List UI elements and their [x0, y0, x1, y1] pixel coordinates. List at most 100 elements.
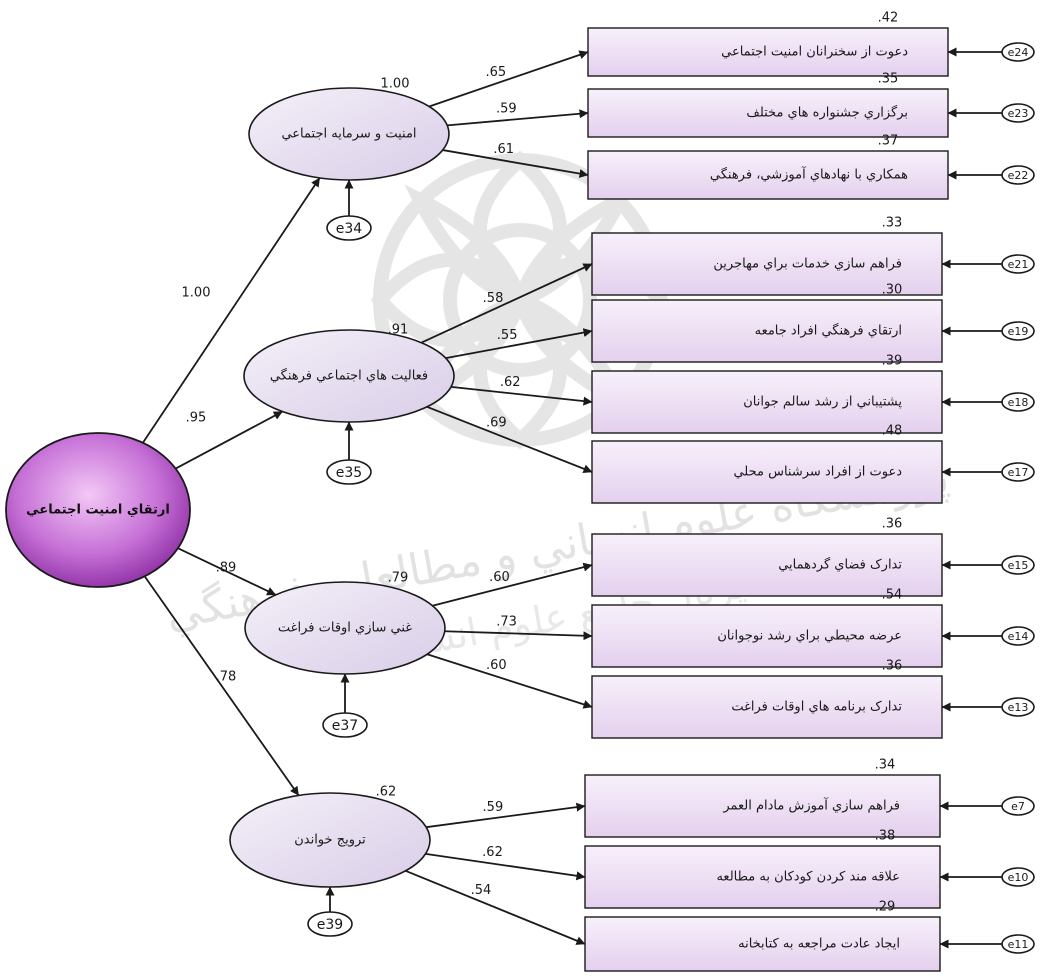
indicator-label-e14: عرضه محيطي براي رشد نوجوانان	[717, 629, 902, 644]
r2-e23: .35	[878, 72, 899, 87]
indicator-box-e19	[591, 299, 943, 363]
indicator-box-e10	[584, 845, 941, 909]
indicator-label-e19: ارتقاي فرهنگي افراد جامعه	[755, 323, 902, 339]
indicator-box-e14	[591, 604, 943, 668]
loading-arrow-e10	[425, 852, 586, 881]
error-label-e14: e14	[1008, 630, 1029, 643]
loading-arrow-e21	[420, 263, 593, 344]
loading-e7: .59	[483, 800, 504, 815]
error-circle-e15	[1001, 555, 1035, 575]
error-circle-f1	[326, 215, 372, 241]
indicator-box-e11	[584, 916, 941, 972]
loading-e18: .62	[500, 375, 521, 390]
indicator-label-e22: همکاري با نهادهاي آموزشي، فرهنگي	[710, 166, 908, 183]
error-label-e23: e23	[1008, 107, 1029, 120]
loading-arrow-e13	[426, 653, 593, 709]
r2-e7: .34	[875, 758, 896, 773]
error-circle-e10	[1001, 867, 1035, 887]
indicator-label-e18: پشتيباني از رشد سالم جوانان	[743, 395, 902, 410]
indicator-label-e24: دعوت از سخنرانان امنيت اجتماعي	[721, 45, 908, 60]
path-coefficient-f3: .89	[216, 561, 237, 576]
factor-label-f3: غني سازي اوقات فراغت	[278, 621, 412, 636]
path-arrow-root-f3	[175, 546, 277, 596]
error-label-e7: e7	[1011, 800, 1025, 813]
indicator-label-e17: دعوت از افراد سرشناس محلي	[733, 465, 902, 480]
loading-arrow-e24	[428, 50, 589, 108]
r2-e15: .36	[882, 517, 903, 532]
r2-e18: .39	[882, 354, 903, 369]
error-label-f3: e37	[332, 718, 358, 734]
error-circle-f4	[307, 911, 353, 937]
error-label-e22: e22	[1008, 169, 1029, 182]
r2-f4: .62	[376, 785, 397, 800]
error-label-f1: e34	[336, 221, 363, 237]
path-arrow-root-f4	[142, 574, 300, 796]
indicator-box-e15	[591, 533, 943, 597]
root-label: ارتقاي امنيت اجتماعي	[26, 503, 170, 518]
path-arrow-root-f1	[141, 177, 321, 445]
factor-ellipse-f1	[248, 87, 450, 181]
error-circle-f2	[326, 459, 372, 485]
indicator-box-e7	[584, 774, 941, 838]
error-label-e19: e19	[1008, 325, 1029, 338]
path-coefficient-f2: .95	[186, 411, 207, 426]
r2-e14: .54	[882, 588, 903, 603]
loading-arrow-e17	[426, 405, 593, 474]
path-coefficient-f4: .78	[216, 670, 237, 685]
indicator-box-e18	[591, 370, 943, 434]
r2-f3: .79	[388, 571, 409, 586]
error-circle-e17	[1001, 462, 1035, 482]
edges-layer	[141, 47, 1002, 949]
r2-f2: .91	[388, 323, 409, 338]
indicator-box-e22	[587, 150, 949, 200]
loading-arrow-e11	[405, 869, 586, 945]
error-label-f4: e39	[317, 917, 343, 933]
labels-layer: 1.00 1.00 .95 .91 .89 .79 .78 .62 .65 .42 .59 .35 .6…	[182, 11, 903, 915]
error-circle-e21	[1001, 254, 1035, 274]
loading-e22: .61	[493, 142, 514, 157]
path-coefficient-f1: 1.00	[182, 286, 211, 301]
error-label-e18: e18	[1008, 396, 1029, 409]
loading-arrow-e19	[445, 328, 593, 359]
factor-label-f2: فعاليت هاي اجتماعي فرهنگي	[270, 368, 428, 384]
r2-f1: 1.00	[381, 77, 410, 92]
indicator-box-e17	[591, 440, 943, 504]
loading-e19: .55	[497, 328, 518, 343]
error-label-f2: e35	[336, 465, 362, 481]
indicator-box-e23	[587, 88, 949, 138]
indicator-label-e21: فراهم سازي خدمات براي مهاجرين	[713, 257, 902, 272]
error-circle-e7	[1001, 796, 1035, 816]
error-circle-e18	[1001, 392, 1035, 412]
error-circle-e11	[1001, 934, 1035, 954]
indicator-box-e21	[591, 232, 943, 296]
loading-e23: .59	[496, 102, 517, 117]
loading-e24: .65	[486, 65, 507, 80]
r2-e11: .29	[875, 900, 896, 915]
error-circle-e24	[1001, 42, 1035, 62]
loading-e10: .62	[482, 845, 503, 860]
indicator-box-e24	[587, 27, 949, 77]
r2-e19: .30	[882, 283, 903, 298]
error-circle-e13	[1001, 697, 1035, 717]
error-circle-e22	[1001, 165, 1035, 185]
factor-ellipse-f4	[229, 792, 431, 888]
indicator-label-e7: فراهم سازي آموزش مادام العمر	[722, 797, 900, 814]
loading-arrow-e22	[442, 149, 589, 178]
error-circle-e23	[1001, 103, 1035, 123]
r2-e24: .42	[878, 11, 899, 26]
error-circle-f3	[322, 712, 368, 738]
error-label-e17: e17	[1008, 466, 1029, 479]
indicator-label-e23: برگزاري جشنواره هاي مختلف	[746, 105, 908, 121]
factor-label-f4: ترويج خواندن	[294, 833, 366, 848]
factor-ellipse-f2	[243, 329, 455, 423]
loading-arrow-e23	[447, 109, 589, 127]
loading-e17: .69	[486, 416, 507, 431]
r2-e13: .36	[882, 659, 903, 674]
error-label-e10: e10	[1008, 871, 1029, 884]
error-label-e24: e24	[1008, 46, 1029, 59]
loading-e15: .60	[489, 570, 510, 585]
factor-label-f1: امنيت و سرمايه اجتماعي	[281, 127, 416, 142]
loading-arrow-e15	[432, 562, 593, 607]
r2-e17: .48	[882, 424, 903, 439]
